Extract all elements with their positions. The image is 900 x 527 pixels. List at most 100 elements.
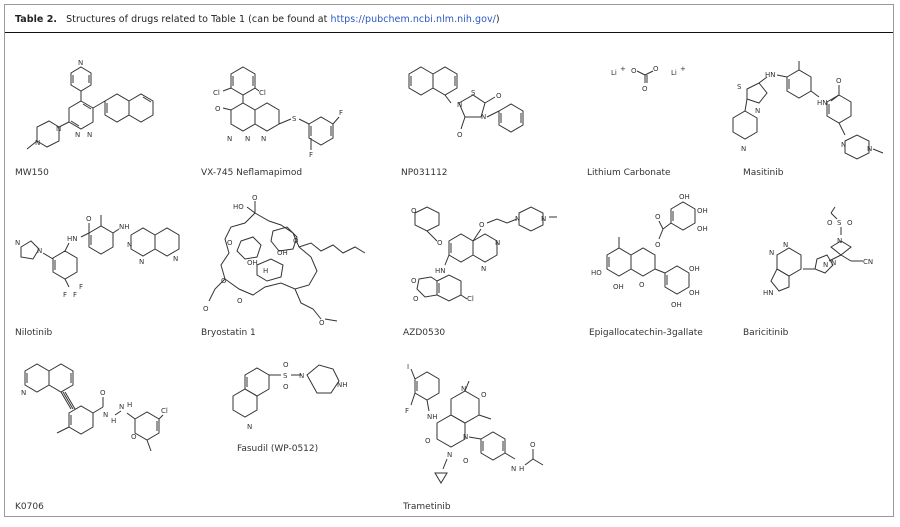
atom-label: O [655,241,661,249]
atom-label: NH [119,223,130,231]
atom-label: F [309,151,313,159]
atom-label: N [481,113,486,121]
caption-text: Structures of drugs related to Table 1 (… [66,14,331,25]
atom-label: O [457,131,463,139]
vx745-structure: Cl Cl O N N N S F F [213,66,343,159]
atom-label: O [100,389,106,397]
drug-name-nilotinib: Nilotinib [15,328,53,338]
atom-label: N [837,237,842,245]
atom-label: N [103,411,108,419]
caption-end: ) [495,14,500,25]
drug-name-egcg: Epigallocatechin-3gallate [589,328,703,338]
atom-label: OH [671,301,682,309]
atom-label: Cl [467,295,474,303]
drug-name-trametinib: Trametinib [403,502,451,512]
azd0530-structure: O O N N O N N HN O O Cl [411,206,557,303]
drug-name-masitinib: Masitinib [743,168,784,178]
atom-label: Li [671,69,677,77]
atom-label: O [655,213,661,221]
atom-label: N [21,389,26,397]
drug-name-mw150: MW150 [15,168,49,178]
pubchem-link[interactable]: https://pubchem.ncbi.nlm.nih.gov/ [330,14,496,25]
drug-name-vx745: VX-745 Neflamapimod [201,168,303,178]
atom-label: S [737,83,742,91]
lithium-carbonate-structure: Li + O O O Li + [611,65,686,93]
atom-label: H [111,417,116,425]
atom-label: O [411,277,417,285]
atom-label: N [139,258,144,266]
egcg-structure: OH OH OH O O HO OH O OH OH OH [591,193,708,309]
atom-label: N [463,433,468,441]
atom-label: N [867,145,872,153]
atom-label: N [831,259,836,267]
drug-name-k0706: K0706 [15,502,44,512]
atom-label: OH [697,225,708,233]
atom-label: N [511,465,516,473]
atom-label: OH [277,249,288,257]
atom-label: S [292,115,297,123]
atom-label: S [471,89,476,97]
atom-label: HN [763,289,774,297]
atom-label: N [769,249,774,257]
mw150-structure: N N N N N [26,59,154,150]
atom-label: O [319,319,325,327]
atom-label: N [119,403,124,411]
atom-label: F [73,291,77,299]
atom-label: N [783,241,788,249]
atom-label: CN [863,258,873,266]
atom-label: N [56,125,61,133]
atom-label: N [227,135,232,143]
drug-name-bryostatin: Bryostatin 1 [201,328,256,338]
atom-label: HN [435,267,446,275]
atom-label: H [127,401,132,409]
atom-label: N [541,215,546,223]
atom-label: N [78,59,83,67]
header-rule [5,32,893,33]
atom-label: N [755,107,760,115]
atom-label: N [35,139,40,147]
atom-label: O [413,295,419,303]
atom-label: O [221,277,227,285]
atom-label: O [481,391,487,399]
atom-label: OH [247,259,258,267]
drug-name-azd0530: AZD0530 [403,328,446,338]
atom-label: O [252,194,258,202]
atom-label: N [495,239,500,247]
atom-label: O [847,219,853,227]
atom-label: N [245,135,250,143]
atom-label: I [407,363,409,371]
drug-name-baricitinib: Baricitinib [743,328,789,338]
atom-label: N [823,261,828,269]
atom-label: O [530,441,536,449]
atom-label: Cl [213,89,220,97]
atom-label: O [437,239,443,247]
nilotinib-structure: N N F F F HN O NH N N N [15,215,180,299]
atom-label: F [339,109,343,117]
masitinib-structure: S N HN N HN O N N [732,61,884,160]
atom-label: OH [697,207,708,215]
atom-label: H [519,465,524,473]
atom-label: O [653,65,659,73]
atom-label: OH [689,265,700,273]
atom-label: N [15,239,20,247]
atom-label: O [639,281,645,289]
atom-label: O [642,85,648,93]
atom-label: O [86,215,92,223]
atom-label: OH [689,289,700,297]
atom-label: O [131,433,137,441]
atom-label: N [481,265,486,273]
atom-label: N [173,255,178,263]
fasudil-structure: N O S O N NH [232,361,348,431]
table-frame: Table 2.Structures of drugs related to T… [4,4,894,517]
atom-label: O [215,105,221,113]
atom-label: O [203,305,209,313]
atom-label: NH [337,381,348,389]
atom-label: HN [817,99,828,107]
atom-label: N [299,372,304,380]
atom-label: N [261,135,266,143]
atom-label: N [457,101,462,109]
atom-label: HO [591,269,602,277]
drug-name-lithium-carbonate: Lithium Carbonate [587,168,671,178]
atom-label: Cl [259,89,266,97]
atom-label: HN [765,71,776,79]
